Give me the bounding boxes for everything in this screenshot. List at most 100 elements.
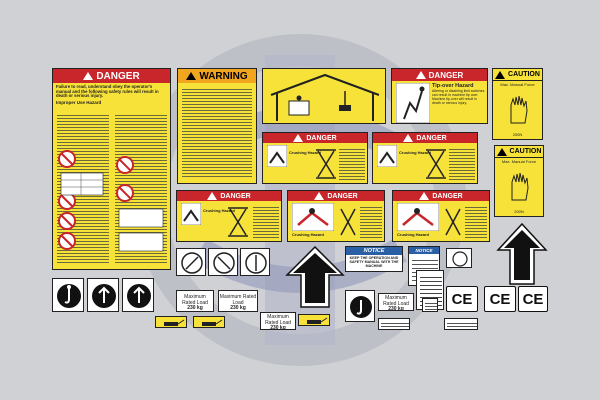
pictogram-label-2 bbox=[208, 248, 238, 276]
tip-over-title: Tip-over Hazard bbox=[432, 83, 474, 89]
max-manual-force-text: Max. Manual Force bbox=[501, 159, 537, 164]
rated-load-text: Maximum Rated Load bbox=[265, 314, 291, 326]
scissor-lift-icon bbox=[340, 208, 356, 236]
danger-header: DANGER bbox=[288, 191, 384, 201]
force-value: 200N bbox=[514, 208, 524, 214]
danger-header: DANGER bbox=[177, 191, 281, 201]
rated-load-label-4: Maximum Rated Load 230 kg bbox=[378, 293, 414, 311]
danger-crushing-label-4: DANGER Crushing Hazard bbox=[287, 190, 385, 242]
scissor-lift-icon bbox=[426, 149, 446, 179]
warning-triangle-icon bbox=[293, 134, 304, 142]
notice-header: NOTICE bbox=[409, 247, 439, 254]
rated-load-text: Maximum Rated Load bbox=[182, 294, 208, 306]
rated-load-label-1: Maximum Rated Load 230 kg bbox=[176, 290, 214, 312]
pictogram-label-1 bbox=[176, 248, 206, 276]
lift-hook-label-4 bbox=[345, 290, 375, 322]
ce-mark-2: CE bbox=[484, 286, 516, 312]
rated-load-text: Maximum Rated Load bbox=[383, 295, 409, 307]
lift-hook-icon bbox=[57, 284, 81, 308]
warning-label: WARNING bbox=[177, 68, 257, 184]
small-white-label-2 bbox=[444, 318, 478, 330]
rated-load-label-2: Maximum Rated Load 230 kg bbox=[218, 290, 258, 312]
scissor-lift-icon bbox=[445, 208, 461, 236]
warning-triangle-icon bbox=[207, 192, 218, 200]
lift-hook-label-3 bbox=[122, 278, 154, 312]
lift-machine-icon bbox=[307, 317, 328, 324]
ce-mark-1: CE bbox=[446, 286, 478, 312]
danger-crushing-label-2: DANGER Crushing Hazard bbox=[372, 132, 478, 184]
danger-header: DANGER bbox=[373, 133, 477, 143]
danger-header: DANGER bbox=[393, 191, 489, 201]
force-value: 200N bbox=[512, 131, 523, 137]
warning-triangle-icon bbox=[495, 70, 506, 79]
small-white-label-3 bbox=[422, 298, 438, 312]
lift-hook-icon bbox=[127, 284, 151, 308]
rated-load-label-3: Maximum Rated Load 230 kg bbox=[260, 312, 296, 330]
lift-arm-icon bbox=[181, 252, 203, 274]
caution-force-label-2: CAUTION Max. Manual Force 200N bbox=[494, 145, 544, 217]
crushing-hazard-title: Crushing Hazard bbox=[399, 150, 432, 155]
pictogram-label-3 bbox=[240, 248, 270, 276]
rated-load-value: 230 kg bbox=[187, 305, 203, 311]
caution-header: CAUTION bbox=[495, 146, 543, 158]
pictogram-label-wide bbox=[446, 248, 472, 268]
crushing-body-text bbox=[465, 205, 487, 239]
crushing-person-icon bbox=[397, 203, 439, 231]
lift-arm-icon bbox=[245, 252, 267, 274]
max-manual-force-text: Max. Manual Force bbox=[500, 82, 535, 87]
danger-header: DANGER bbox=[53, 69, 170, 83]
small-yellow-label-2 bbox=[193, 316, 225, 328]
notice-header: NOTICE bbox=[346, 247, 402, 255]
prohibition-icons bbox=[58, 150, 164, 252]
danger-crushing-label-3: DANGER Crushing Hazard bbox=[176, 190, 282, 242]
lift-hook-icon bbox=[350, 296, 372, 318]
rated-load-text: Maximum Rated Load bbox=[219, 294, 257, 306]
crushing-person-icon bbox=[292, 203, 334, 231]
guardrail-icon bbox=[270, 73, 380, 121]
guardrail-pictogram-label bbox=[262, 68, 386, 124]
warning-triangle-icon bbox=[186, 72, 197, 80]
improper-use-hazard-title: Improper Use Hazard bbox=[56, 100, 102, 106]
scissor-lift-icon bbox=[228, 207, 248, 237]
notice-keep-manual-text: KEEP THE OPERATION AND SAFETY MANUAL WIT… bbox=[349, 256, 399, 268]
hand-icon bbox=[510, 95, 528, 124]
lift-machine-icon bbox=[202, 319, 223, 326]
notice-manual-label: NOTICE KEEP THE OPERATION AND SAFETY MAN… bbox=[345, 246, 403, 272]
warning-triangle-icon bbox=[415, 71, 426, 79]
warning-triangle-icon bbox=[403, 134, 414, 142]
lift-hook-label-2 bbox=[87, 278, 119, 312]
crushing-icon bbox=[377, 145, 397, 167]
crushing-body-text bbox=[449, 147, 475, 181]
warning-triangle-icon bbox=[419, 192, 430, 200]
crushing-icon bbox=[181, 203, 201, 225]
ce-mark-3: CE bbox=[518, 286, 548, 312]
rated-load-value: 230 kg bbox=[230, 305, 246, 311]
rated-load-value: 230 kg bbox=[388, 306, 404, 311]
warning-triangle-icon bbox=[83, 72, 94, 80]
rated-load-value: 230 kg bbox=[270, 325, 286, 330]
tip-over-body: Altering or disabling limit switches can… bbox=[432, 89, 485, 105]
lift-arm-icon bbox=[213, 252, 235, 274]
danger-crushing-label-5: DANGER Crushing Hazard bbox=[392, 190, 490, 242]
crushing-icon bbox=[267, 145, 287, 167]
arrow-up-icon bbox=[496, 222, 548, 285]
danger-label-main: DANGER Failure to read, understand obey … bbox=[52, 68, 171, 270]
small-yellow-label-3 bbox=[298, 314, 330, 326]
lift-machine-icon bbox=[164, 319, 185, 326]
warning-header: WARNING bbox=[178, 69, 256, 83]
small-label-lines bbox=[381, 321, 409, 329]
crushing-body-text bbox=[253, 205, 279, 239]
danger-header: DANGER bbox=[263, 133, 367, 143]
tip-over-icon bbox=[396, 83, 430, 123]
crushing-hazard-title: Crushing Hazard bbox=[203, 208, 236, 213]
scissor-lift-icon bbox=[316, 149, 336, 179]
small-label-lines bbox=[447, 321, 477, 329]
danger-intro-text: Failure to read, understand obey the ope… bbox=[56, 84, 159, 99]
crushing-hazard-title: Crushing Hazard bbox=[292, 232, 325, 237]
warning-body-text bbox=[182, 87, 252, 179]
arrow-up-icon bbox=[285, 245, 345, 308]
crushing-hazard-title: Crushing Hazard bbox=[289, 150, 322, 155]
caution-header: CAUTION bbox=[493, 69, 542, 81]
warning-triangle-icon bbox=[496, 147, 507, 156]
crushing-body-text bbox=[360, 205, 382, 239]
